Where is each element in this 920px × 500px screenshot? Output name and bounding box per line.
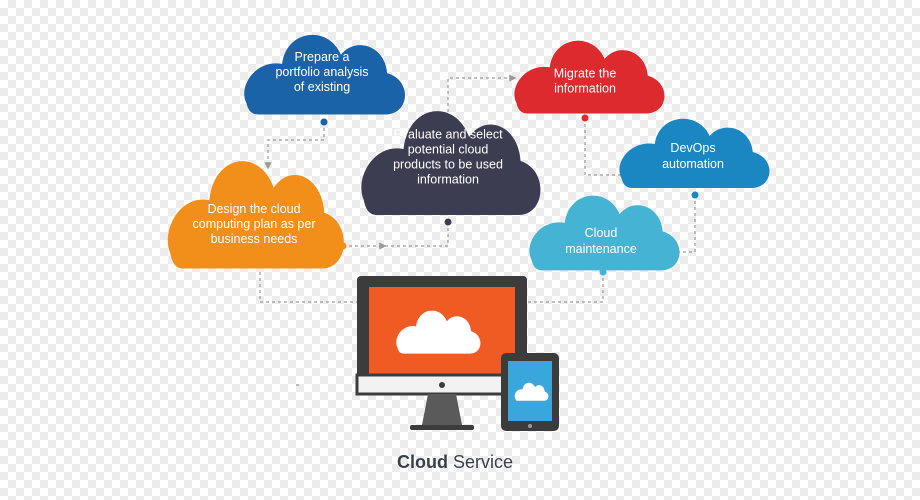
- tablet-icon: [501, 353, 559, 431]
- dot-migrate: [581, 114, 589, 122]
- cloud-label-line: portfolio analysis: [275, 65, 368, 79]
- cloud-label-line: information: [417, 173, 479, 187]
- cloud-maintenance-label: Cloud maintenance: [565, 226, 637, 256]
- dot-devops: [691, 191, 699, 199]
- cloud-label-line: potential cloud: [408, 143, 489, 157]
- dot-portfolio: [320, 118, 328, 126]
- monitor-stand: [422, 394, 462, 425]
- cloud-label-line: Prepare a: [295, 50, 350, 64]
- connectors: [259, 74, 696, 386]
- cloud-label-line: Migrate the: [554, 67, 617, 81]
- cloud-label-line: Evaluate and select: [393, 128, 503, 142]
- monitor-power-dot: [439, 382, 445, 388]
- connector-design-monitor: [259, 272, 357, 303]
- caption-rest-part: Service: [448, 452, 513, 472]
- dot-evaluate: [444, 218, 452, 226]
- cloud-label-line: Cloud: [585, 226, 618, 240]
- caption-bold-part: Cloud: [397, 452, 448, 472]
- cloud-label-line: information: [554, 82, 616, 96]
- cloud-label-line: automation: [662, 157, 724, 171]
- connector-evaluate-migrate: [447, 74, 517, 112]
- connector-maintenance-monitor: [527, 272, 604, 303]
- cloud-label-line: maintenance: [565, 242, 637, 256]
- monitor-base: [410, 425, 474, 430]
- connector-portfolio-design: [264, 122, 325, 170]
- cloud-label-line: computing plan as per: [193, 217, 316, 231]
- cloud-label-line: Design the cloud: [207, 202, 300, 216]
- connector-devops-maintenance: [662, 195, 696, 256]
- connector-design-evaluate-2: [385, 222, 449, 247]
- cloud-label-line: of existing: [294, 80, 350, 94]
- cloud-label-line: products to be used: [393, 158, 503, 172]
- cloud-devops-label: DevOps automation: [662, 141, 724, 171]
- diagram-caption: Cloud Service: [397, 452, 513, 472]
- connector-migrate-devops: [584, 118, 632, 179]
- cloud-label-line: DevOps: [670, 141, 715, 155]
- tablet-home-button: [528, 424, 532, 428]
- cloud-label-line: business needs: [211, 232, 298, 246]
